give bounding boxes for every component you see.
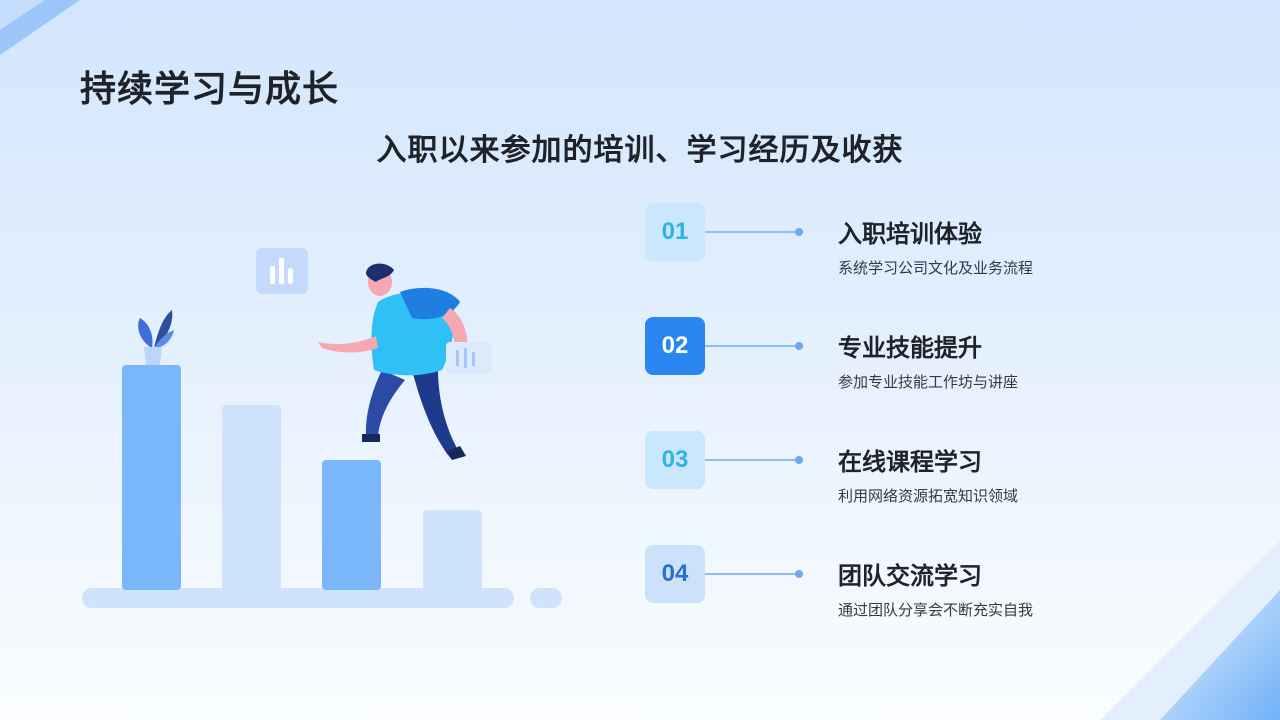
item-title: 入职培训体验: [838, 221, 982, 248]
item-description: 利用网络资源拓宽知识领域: [838, 488, 1019, 505]
connector-line: [705, 231, 800, 233]
plant-icon: [138, 310, 174, 365]
slide-subtitle: 入职以来参加的培训、学习经历及收获: [376, 134, 904, 167]
list-item-1: 01 入职培训体验 系统学习公司文化及业务流程: [645, 203, 1265, 277]
item-number-badge: 04: [645, 545, 705, 603]
chart-bar-2: [222, 405, 281, 590]
connector-dot: [795, 342, 803, 350]
person-figure: [318, 263, 492, 460]
item-title: 团队交流学习: [838, 563, 982, 590]
item-description: 参加专业技能工作坊与讲座: [838, 374, 1019, 391]
chart-bar-3: [322, 460, 381, 590]
item-title: 专业技能提升: [838, 335, 982, 362]
list-item-2: 02 专业技能提升 参加专业技能工作坊与讲座: [645, 317, 1265, 391]
slide-title: 持续学习与成长: [80, 68, 340, 109]
chart-card-icon: [256, 248, 308, 294]
item-number-badge: 02: [645, 317, 705, 375]
connector-dot: [795, 570, 803, 578]
list-item-4: 04 团队交流学习 通过团队分享会不断充实自我: [645, 545, 1265, 619]
connector-line: [705, 345, 800, 347]
item-title: 在线课程学习: [838, 449, 982, 476]
item-description: 系统学习公司文化及业务流程: [838, 260, 1034, 277]
item-number-badge: 01: [645, 203, 705, 261]
corner-decoration-bottom-right: [1100, 540, 1280, 720]
floor-bar-small: [530, 588, 562, 608]
item-number-badge: 03: [645, 431, 705, 489]
corner-decoration-top-left-inner: [0, 0, 45, 30]
item-description: 通过团队分享会不断充实自我: [838, 602, 1034, 619]
chart-bar-4: [423, 510, 482, 590]
growth-illustration: [82, 248, 562, 608]
floor-bar: [82, 588, 514, 608]
connector-line: [705, 573, 800, 575]
list-item-3: 03 在线课程学习 利用网络资源拓宽知识领域: [645, 431, 1265, 505]
chart-bar-1: [122, 365, 181, 590]
connector-dot: [795, 456, 803, 464]
connector-dot: [795, 228, 803, 236]
connector-line: [705, 459, 800, 461]
